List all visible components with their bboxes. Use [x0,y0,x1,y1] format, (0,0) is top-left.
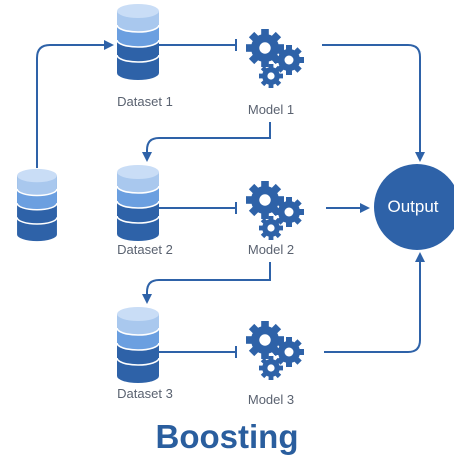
output-label: Output [387,197,439,216]
model1-gears-icon [246,29,304,88]
model2-label: Model 2 [247,242,295,257]
model3-to-output-arrow [324,252,425,353]
dataset2-database-icon [116,164,160,242]
dataset1-database-icon [116,3,160,81]
model3-gears-icon [246,321,304,380]
dataset3-database-icon [116,306,160,384]
dataset1-label: Dataset 1 [117,94,173,109]
connectors [36,39,425,358]
model2-to-dataset3-arrow [142,262,271,304]
model1-to-output-arrow [322,44,425,162]
source-database-icon [16,168,58,242]
dataset2-label: Dataset 2 [117,242,173,257]
model2-gears-icon [246,181,304,240]
diagram-title: Boosting [155,418,299,455]
model1-to-dataset2-arrow [142,122,271,162]
source-to-dataset1-arrow [36,40,114,168]
dataset3-label: Dataset 3 [117,386,173,401]
model3-label: Model 3 [247,392,295,407]
output-node [374,164,454,250]
model1-label: Model 1 [247,102,295,117]
